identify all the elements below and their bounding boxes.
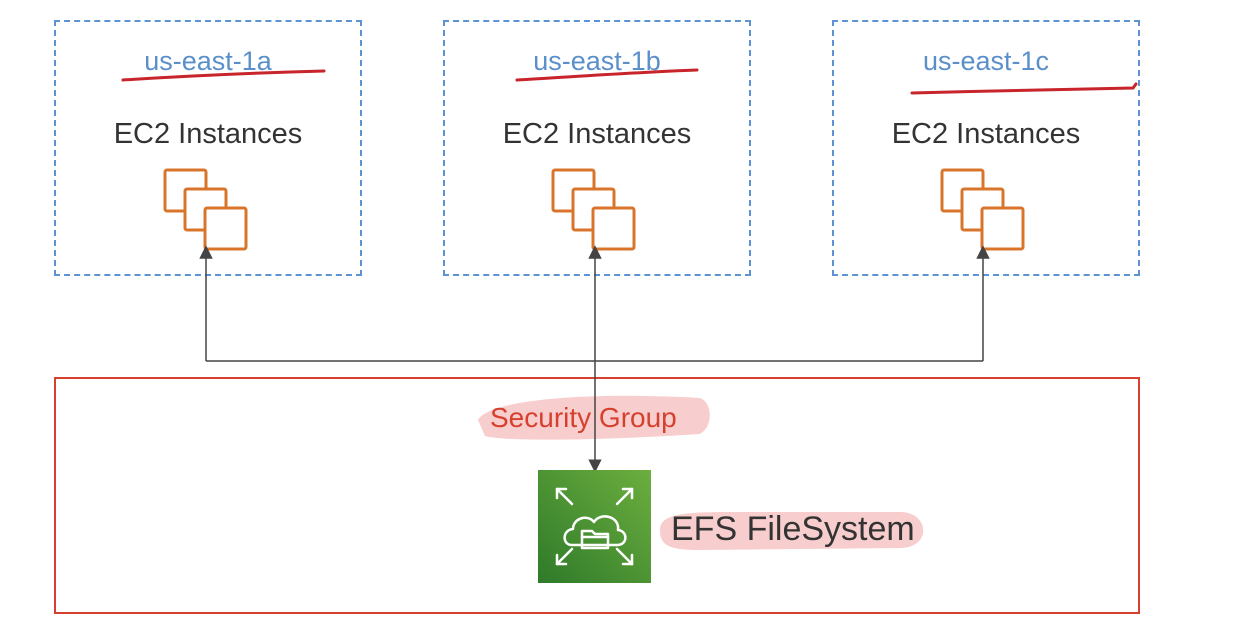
zone-c-underline [910, 82, 1138, 95]
availability-zone-b: us-east-1b EC2 Instances [443, 20, 751, 276]
availability-zone-a: us-east-1a EC2 Instances [54, 20, 362, 276]
zone-sublabel: EC2 Instances [502, 118, 692, 150]
connector-lines [199, 245, 990, 473]
ec2-instances-icon [551, 168, 636, 251]
zone-label: us-east-1c [922, 46, 1050, 76]
zone-a-underline [121, 69, 326, 82]
zone-label: us-east-1b [533, 46, 661, 76]
zone-sublabel: EC2 Instances [891, 118, 1081, 150]
ec2-instances-icon [163, 168, 248, 251]
zone-label: us-east-1a [144, 46, 272, 76]
zone-sublabel: EC2 Instances [113, 118, 303, 150]
security-group-label: Security Group [490, 402, 677, 433]
efs-filesystem-highlight [660, 512, 924, 550]
zone-b-underline [515, 68, 699, 82]
ec2-instances-icon [940, 168, 1025, 251]
efs-icon [538, 470, 651, 583]
efs-filesystem-label: EFS FileSystem [671, 510, 915, 548]
availability-zone-c: us-east-1c EC2 Instances [832, 20, 1140, 276]
